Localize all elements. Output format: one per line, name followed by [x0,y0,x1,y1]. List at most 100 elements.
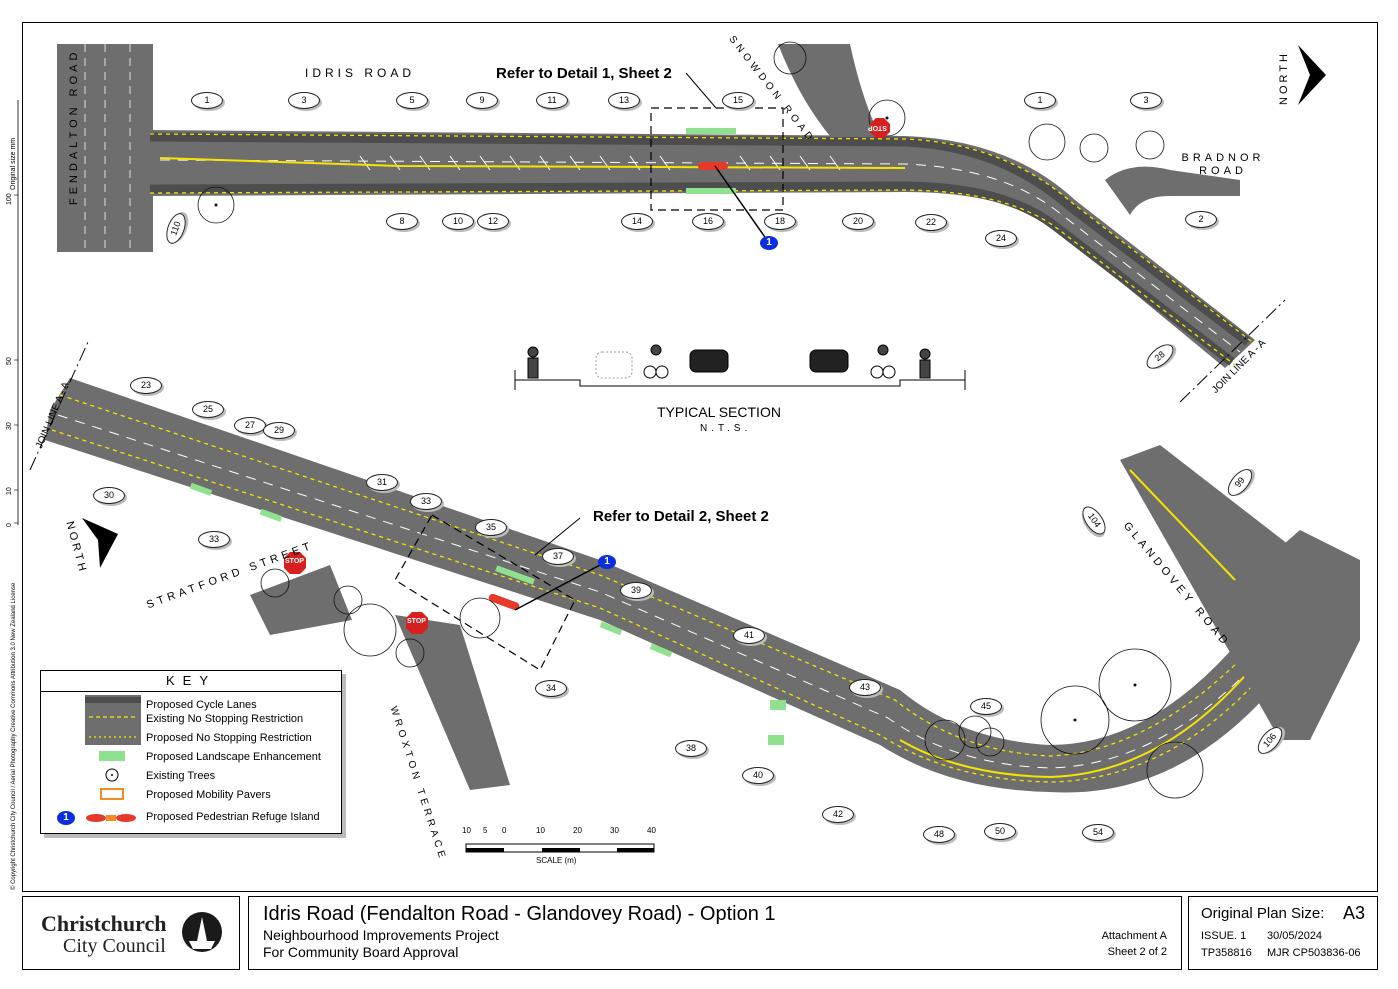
north-arrow-top [1298,45,1326,105]
drawing-subtitle1: Neighbourhood Improvements Project [263,927,499,943]
glandovey-cross [1220,530,1360,620]
issue-date: 30/05/2024 [1267,930,1323,942]
house-number: 24 [985,230,1017,247]
house-number: 5 [396,92,428,109]
stratford-street-surface [250,565,352,635]
scale-tick: 0 [502,826,507,835]
bradnor-road-label: BRADNOR ROAD [1181,152,1265,177]
house-number: 3 [288,92,320,109]
house-number: 22 [915,214,947,231]
stop-sign-wroxton [406,612,428,634]
legend-item: Proposed Pedestrian Refuge Island [146,811,320,823]
scale-tick: 30 [610,826,619,835]
plan-size-value: A3 [1343,903,1366,923]
scale-tick: 40 [647,826,656,835]
detail2-box [394,514,576,671]
house-number: 31 [366,474,398,491]
legend-item: Proposed Cycle Lanes [146,699,257,711]
legend-key: KEY 1 Proposed Cycle Lanes Existing No S… [40,670,342,834]
house-number: 29 [263,422,295,439]
ruler-tick: 10 [6,487,13,495]
existing-trees [197,41,1204,799]
house-number: 18 [764,213,796,230]
house-number: 45 [970,698,1002,715]
detail1-box [650,107,784,211]
house-number: 43 [849,679,881,696]
house-number: 9 [466,92,498,109]
logo-line1: Christchurch [41,911,167,936]
ruler-tick: 0 [6,523,13,527]
logo-panel: Christchurch City Council [22,896,240,970]
wroxton-terrace-surface [395,615,510,790]
scale-tick: 10 [462,826,471,835]
house-number: 3 [1130,92,1162,109]
refuge-island-marker-bottom: 1 [598,555,616,569]
typical-section-subtitle: N.T.S. [700,423,752,434]
detail1-reference: Refer to Detail 1, Sheet 2 [496,65,672,82]
side-ruler [14,100,19,525]
info-panel: Original Plan Size: A3 ISSUE. 1 30/05/20… [1188,896,1378,970]
legend-item: Existing No Stopping Restriction [146,713,304,725]
tp-number: TP358816 [1201,947,1252,959]
copyright: © Copyright Christchurch City Council / … [11,582,17,890]
fendalton-road-label: FENDALTON ROAD [68,48,80,205]
plan-size-label: Original Plan Size: [1201,905,1325,922]
house-number: 33 [198,531,230,548]
house-number: 37 [542,548,574,565]
ruler-tick: 30 [6,422,13,430]
house-number: 42 [822,806,854,823]
refuge-island-bottom [488,593,520,611]
house-number: 14 [621,213,653,230]
sheet-label: Sheet 2 of 2 [1107,946,1167,958]
ruler-tick: 50 [6,357,13,365]
house-number: 10 [442,213,474,230]
house-number: 40 [742,767,774,784]
house-number: 27 [234,417,266,434]
typical-section [514,344,966,390]
legend-item: Proposed Mobility Pavers [146,789,271,801]
idris-road-label: IDRIS ROAD [305,66,416,80]
drawing-frame [22,22,1378,892]
detail2-reference: Refer to Detail 2, Sheet 2 [593,508,769,525]
house-number: 13 [608,92,640,109]
title-panel: Idris Road (Fendalton Road - Glandovey R… [248,896,1182,970]
scale-tick: 5 [483,826,488,835]
house-number: 12 [477,213,509,230]
stop-sign-snowdon [870,118,890,138]
drawing-ref: MJR CP503836-06 [1267,947,1361,959]
house-number: 48 [923,826,955,843]
house-number: 11 [536,92,568,109]
ruler-label: Original size mm [10,137,17,190]
north-arrow-bottom [82,518,118,568]
house-number: 35 [475,519,507,536]
drawing-subtitle2: For Community Board Approval [263,944,459,960]
stop-label-wroxton: STOP [407,618,426,625]
north-label-top: NORTH [1278,51,1290,105]
house-number: 20 [842,213,874,230]
house-number: 33 [410,493,442,510]
house-number: 2 [1185,211,1217,228]
stop-label-stratford: STOP [285,558,304,565]
house-number: 25 [192,401,224,418]
house-number: 34 [535,680,567,697]
house-number: 41 [733,627,765,644]
scale-tick: 10 [536,826,545,835]
house-number: 1 [191,92,223,109]
legend-island-marker: 1 [57,811,75,825]
logo-line2: City Council [63,935,166,957]
house-number: 39 [620,582,652,599]
legend-item: Proposed Landscape Enhancement [146,751,321,763]
house-number: 15 [722,92,754,109]
refuge-island-marker-top: 1 [760,236,778,250]
issue-label: ISSUE. 1 [1201,930,1247,942]
idris-road-bottom-surface [45,378,1280,793]
legend-symbols [85,695,141,822]
stop-label-snowdon: STOP [868,124,887,131]
council-emblem-icon [182,912,222,952]
house-number: 16 [692,213,724,230]
stop-sign-stratford [284,552,306,574]
refuge-island-top [698,162,728,170]
house-number: 8 [386,213,418,230]
legend-title: KEY [41,671,341,692]
